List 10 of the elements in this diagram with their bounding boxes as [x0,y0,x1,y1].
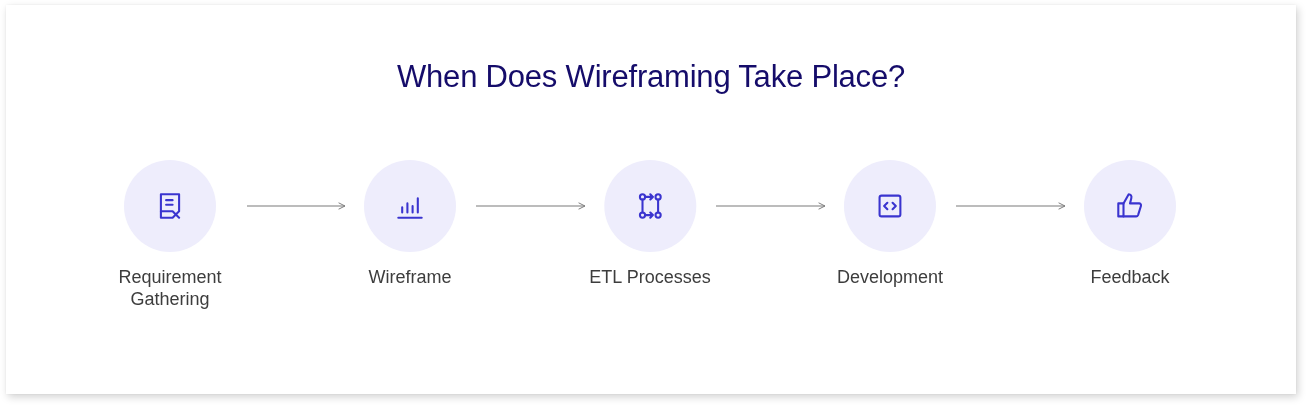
step-label: Requirement Gathering [117,266,223,310]
step-label: Wireframe [368,266,452,288]
title: When Does Wireframing Take Place? [397,58,905,96]
arrow [715,202,826,210]
arrow [475,202,586,210]
step-label: Development [836,266,944,288]
arrow [246,202,346,210]
arrow [955,202,1066,210]
step-label: ETL Processes [589,266,711,288]
step-label: Feedback [1090,266,1170,288]
